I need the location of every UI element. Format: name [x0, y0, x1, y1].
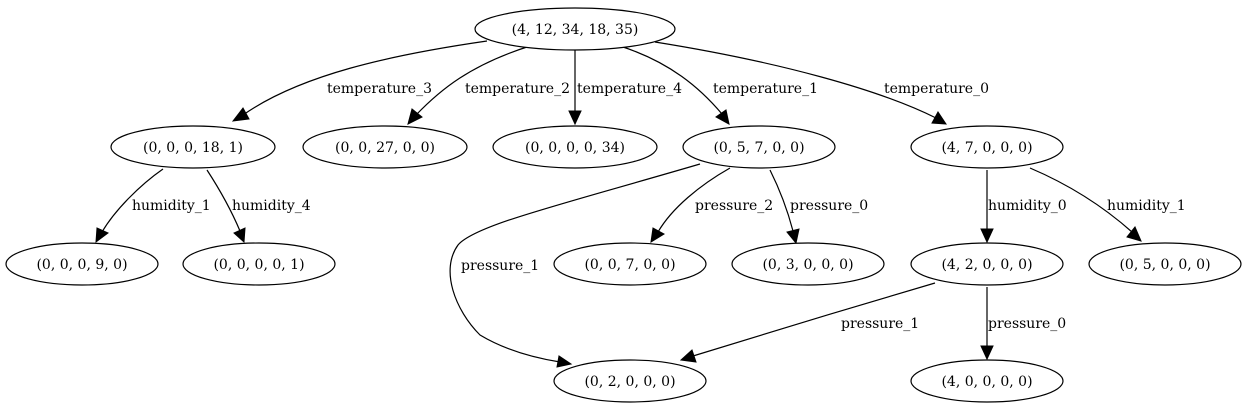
node-label: (0, 0, 7, 0, 0)	[584, 257, 675, 273]
edge-label: temperature_1	[713, 81, 818, 97]
node-label: (0, 0, 0, 0, 34)	[525, 140, 625, 156]
edge-humidity-0: humidity_0	[980, 170, 1067, 244]
node-label: (0, 3, 0, 0, 0)	[762, 257, 853, 273]
edge-label: temperature_2	[465, 81, 570, 97]
edge-label: temperature_0	[884, 81, 989, 97]
edge-temperature-3: temperature_3	[231, 40, 488, 122]
edge-label: temperature_3	[327, 81, 432, 97]
edge-label: humidity_4	[232, 198, 311, 214]
node-label: (4, 7, 0, 0, 0)	[941, 140, 1032, 156]
tree-node[interactable]: (0, 0, 0, 0, 34)	[492, 125, 658, 169]
edge-pressure-1-left: pressure_1	[449, 163, 701, 368]
tree-node[interactable]: (0, 0, 0, 18, 1)	[110, 125, 276, 169]
edge-pressure-0-upper: pressure_0	[769, 169, 868, 245]
node-label: (0, 5, 0, 0, 0)	[1119, 257, 1210, 273]
edge-temperature-0: temperature_0	[654, 41, 989, 125]
node-label: (4, 12, 34, 18, 35)	[512, 22, 639, 38]
edge-humidity-1-left: humidity_1	[95, 168, 211, 244]
edge-pressure-2: pressure_2	[650, 167, 773, 243]
edge-pressure-0-lower: pressure_0	[980, 287, 1066, 361]
tree-node[interactable]: (4, 7, 0, 0, 0)	[910, 125, 1064, 169]
tree-node[interactable]: (0, 0, 7, 0, 0)	[553, 242, 707, 286]
tree-node[interactable]: (0, 3, 0, 0, 0)	[731, 242, 885, 286]
tree-node[interactable]: (0, 2, 0, 0, 0)	[553, 359, 707, 403]
node-label: (0, 0, 27, 0, 0)	[335, 140, 435, 156]
node-label: (0, 5, 7, 0, 0)	[713, 140, 804, 156]
node-label: (0, 2, 0, 0, 0)	[584, 374, 675, 390]
nodes: (4, 12, 34, 18, 35) (0, 0, 0, 18, 1) (0,…	[5, 7, 1242, 403]
edge-label: pressure_0	[790, 198, 868, 214]
edge-label: humidity_1	[132, 198, 211, 214]
tree-node[interactable]: (4, 0, 0, 0, 0)	[910, 359, 1064, 403]
edge-label: pressure_1	[841, 316, 919, 332]
edge-label: humidity_1	[1107, 198, 1186, 214]
edge-label: temperature_4	[577, 81, 682, 97]
node-label: (0, 0, 0, 9, 0)	[36, 257, 127, 273]
edge-label: pressure_1	[461, 258, 539, 274]
edge-label: humidity_0	[988, 198, 1067, 214]
tree-node[interactable]: (0, 0, 27, 0, 0)	[302, 125, 468, 169]
tree-node[interactable]: (0, 5, 7, 0, 0)	[682, 125, 836, 169]
edge-temperature-1: temperature_1	[619, 45, 818, 125]
node-label: (4, 2, 0, 0, 0)	[941, 257, 1032, 273]
edge-label: pressure_0	[988, 316, 1066, 332]
node-label: (0, 0, 0, 0, 1)	[213, 257, 304, 273]
edge-temperature-4: temperature_4	[568, 47, 682, 126]
edges: temperature_3 temperature_2 temperature_…	[95, 40, 1186, 368]
edge-temperature-2: temperature_2	[407, 45, 570, 125]
tree-node[interactable]: (4, 2, 0, 0, 0)	[910, 242, 1064, 286]
edge-label: pressure_2	[695, 198, 773, 214]
edge-humidity-4: humidity_4	[206, 169, 311, 244]
node-label: (4, 0, 0, 0, 0)	[941, 374, 1032, 390]
edge-humidity-1-right: humidity_1	[1029, 167, 1186, 242]
tree-node[interactable]: (0, 0, 0, 9, 0)	[5, 242, 159, 286]
node-label: (0, 0, 0, 18, 1)	[143, 140, 243, 156]
tree-node[interactable]: (0, 0, 0, 0, 1)	[182, 242, 336, 286]
tree-node[interactable]: (0, 5, 0, 0, 0)	[1088, 242, 1242, 286]
edge-pressure-1-right: pressure_1	[679, 282, 936, 363]
tree-node-root[interactable]: (4, 12, 34, 18, 35)	[474, 7, 676, 51]
